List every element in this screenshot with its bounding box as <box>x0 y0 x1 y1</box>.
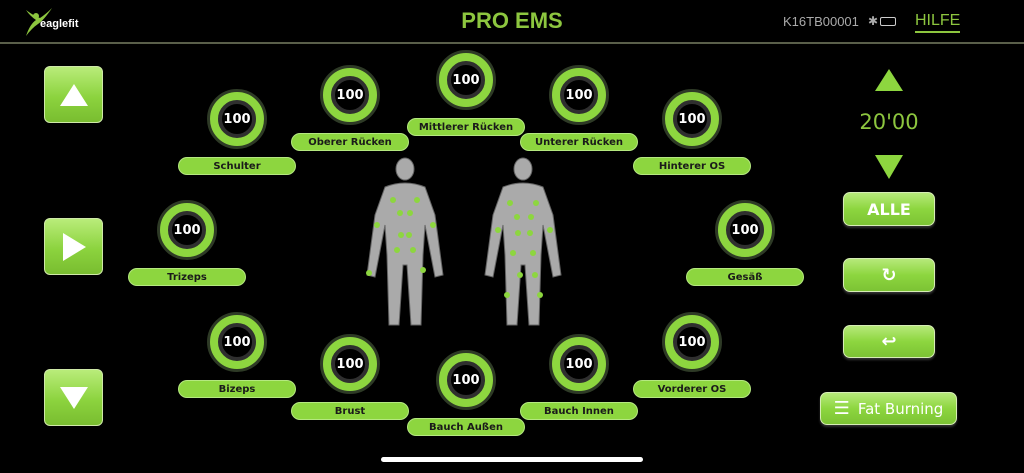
muscle-label[interactable]: Oberer Rücken <box>291 133 409 151</box>
muscle-label[interactable]: Trizeps <box>128 268 246 286</box>
undo-button[interactable]: ↩ <box>843 325 935 358</box>
arrow-up-icon <box>59 83 88 106</box>
intensity-ring[interactable]: 100 <box>436 350 496 410</box>
muscle-label[interactable]: Unterer Rücken <box>520 133 638 151</box>
intensity-ring[interactable]: 100 <box>715 200 775 260</box>
refresh-icon: ↻ <box>881 264 897 286</box>
muscle-label[interactable]: Bizeps <box>178 380 296 398</box>
intensity-ring[interactable]: 100 <box>662 89 722 149</box>
battery-icon <box>880 17 896 26</box>
intensity-ring[interactable]: 100 <box>549 65 609 125</box>
intensity-value: 100 <box>331 76 369 114</box>
play-icon <box>62 232 86 261</box>
time-down-button[interactable] <box>874 154 904 180</box>
session-time: 20'00 <box>859 110 919 134</box>
intensity-ring[interactable]: 100 <box>436 50 496 110</box>
intensity-ring[interactable]: 100 <box>157 200 217 260</box>
intensity-value: 100 <box>447 361 485 399</box>
intensity-value: 100 <box>447 61 485 99</box>
refresh-button[interactable]: ↻ <box>843 258 935 292</box>
intensity-ring[interactable]: 100 <box>320 65 380 125</box>
muscle-label[interactable]: Bauch Außen <box>407 418 525 436</box>
muscle-label[interactable]: Schulter <box>178 157 296 175</box>
all-button[interactable]: ALLE <box>843 192 935 226</box>
nav-up-button[interactable] <box>44 66 103 123</box>
front-body-figure <box>366 157 444 326</box>
muscle-label[interactable]: Bauch Innen <box>520 402 638 420</box>
intensity-value: 100 <box>673 100 711 138</box>
page-title: PRO EMS <box>461 8 563 33</box>
muscle-label[interactable]: Mittlerer Rücken <box>407 118 525 136</box>
home-indicator[interactable] <box>381 457 643 462</box>
intensity-value: 100 <box>673 323 711 361</box>
menu-icon: ☰ <box>833 398 850 419</box>
intensity-ring[interactable]: 100 <box>207 312 267 372</box>
electrode-points <box>366 197 553 298</box>
intensity-value: 100 <box>726 211 764 249</box>
program-button[interactable]: ☰Fat Burning <box>820 392 957 425</box>
intensity-value: 100 <box>218 100 256 138</box>
bluetooth-icon: ✱ <box>868 14 879 28</box>
header: eaglefit PRO EMS K16TB00001 ✱ HILFE <box>0 0 1024 44</box>
intensity-ring[interactable]: 100 <box>207 89 267 149</box>
intensity-value: 100 <box>560 345 598 383</box>
intensity-value: 100 <box>560 76 598 114</box>
help-link[interactable]: HILFE <box>915 12 961 33</box>
body-figures <box>366 157 562 326</box>
intensity-value: 100 <box>218 323 256 361</box>
intensity-ring[interactable]: 100 <box>662 312 722 372</box>
time-up-button[interactable] <box>874 68 904 92</box>
muscle-label[interactable]: Gesäß <box>686 268 804 286</box>
intensity-ring[interactable]: 100 <box>320 334 380 394</box>
play-button[interactable] <box>44 218 103 275</box>
muscle-label[interactable]: Brust <box>291 402 409 420</box>
muscle-label[interactable]: Hinterer OS <box>633 157 751 175</box>
nav-down-button[interactable] <box>44 369 103 426</box>
intensity-ring[interactable]: 100 <box>549 334 609 394</box>
arrow-down-icon <box>59 386 88 409</box>
device-id: K16TB00001 <box>783 14 859 29</box>
muscle-label[interactable]: Vorderer OS <box>633 380 751 398</box>
back-body-figure <box>484 157 562 326</box>
undo-icon: ↩ <box>881 331 897 352</box>
eaglefit-logo: eaglefit <box>22 6 92 38</box>
intensity-value: 100 <box>168 211 206 249</box>
intensity-value: 100 <box>331 345 369 383</box>
